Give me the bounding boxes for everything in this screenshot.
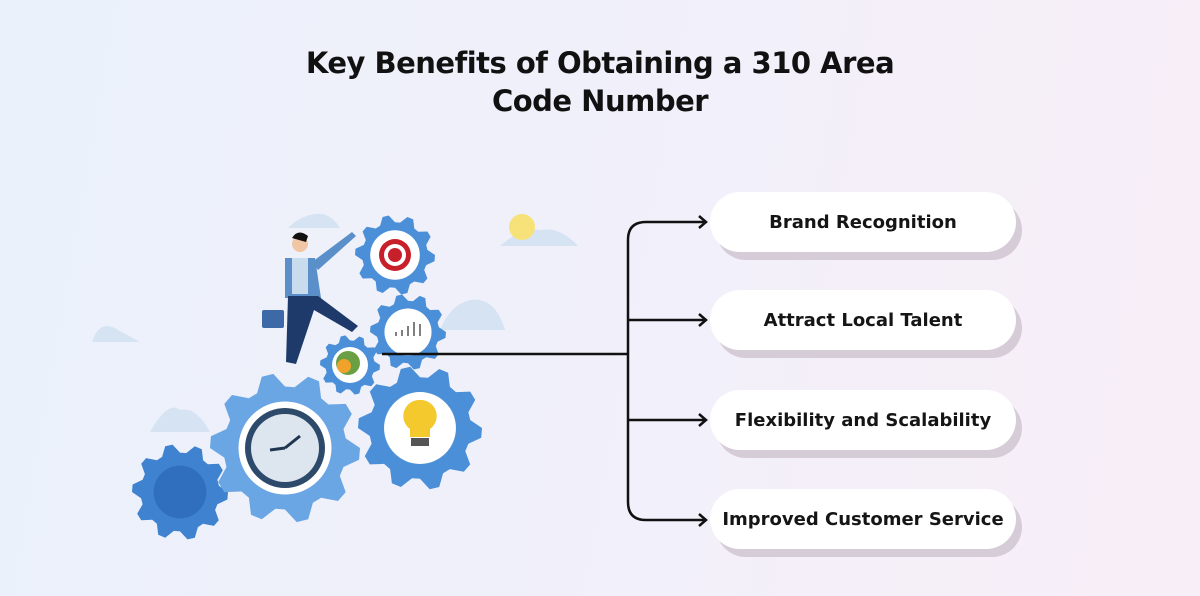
cloud-icon: [288, 213, 340, 228]
connector-lines: [382, 220, 704, 522]
title-line-2: Code Number: [491, 84, 709, 118]
title-line-1: Key Benefits of Obtaining a 310 Area: [305, 46, 895, 80]
money-icon: [336, 351, 360, 375]
arrow-right-icon: [698, 513, 708, 527]
benefit-label: Flexibility and Scalability: [734, 409, 992, 431]
page-title: Key Benefits of Obtaining a 310 Area Cod…: [0, 44, 1200, 120]
gear-hub: [153, 465, 207, 519]
target-icon: [375, 235, 415, 275]
lightbulb-icon: [403, 399, 437, 446]
arrow-right-icon: [698, 215, 708, 229]
benefit-label: Improved Customer Service: [722, 508, 1004, 530]
benefit-label: Attract Local Talent: [763, 309, 963, 331]
benefit-improved-customer-service: Improved Customer Service: [710, 489, 1016, 549]
cloud-icon: [440, 299, 505, 330]
benefit-attract-local-talent: Attract Local Talent: [710, 290, 1016, 350]
arrow-right-icon: [698, 413, 708, 427]
benefit-flexibility-scalability: Flexibility and Scalability: [710, 390, 1016, 450]
benefit-label: Brand Recognition: [769, 211, 957, 233]
arrow-right-icon: [698, 313, 708, 327]
businessman-figure: [262, 232, 358, 364]
cloud-icon: [56, 326, 140, 342]
cloud-icon: [150, 407, 210, 432]
benefit-brand-recognition: Brand Recognition: [710, 192, 1016, 252]
arrowheads: [698, 215, 708, 527]
bar-chart-icon: [395, 322, 421, 336]
clock-icon: [245, 408, 325, 488]
sun-icon: [509, 214, 535, 240]
